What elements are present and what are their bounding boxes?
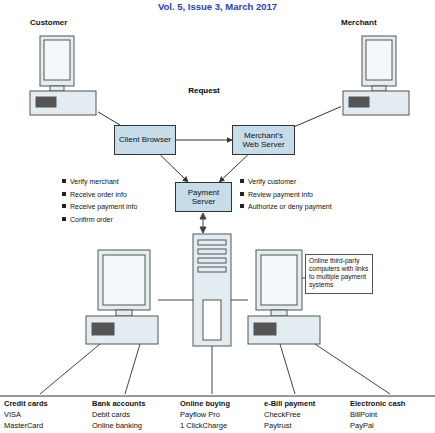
label-text: e-Bill payment — [264, 399, 315, 408]
edge-label: Request — [187, 86, 221, 95]
server-box: Payment Server — [175, 182, 232, 212]
category-heading: Electronic cash — [350, 400, 405, 408]
issue-title: Vol. 5, Issue 3, March 2017 — [0, 1, 435, 12]
category-item: 1 ClickCharge — [180, 422, 227, 430]
bullet-square — [240, 179, 244, 183]
label-text: Confirm order — [70, 216, 113, 223]
bullet-square — [62, 217, 66, 221]
label-text: Online banking — [92, 421, 142, 430]
node-text: Customer — [30, 18, 67, 27]
merchant-computer-node: Merchant — [341, 18, 411, 116]
category-item: Payflow Pro — [180, 411, 220, 419]
third-party-computer-left — [86, 250, 158, 344]
label-text: PayPal — [350, 421, 374, 430]
category-item: CheckFree — [264, 411, 301, 419]
process-box: Merchant's Web Server — [232, 125, 295, 155]
bullet-square — [240, 192, 244, 196]
category-item: Paytrust — [264, 422, 292, 430]
node-text: Payment Server — [179, 188, 228, 206]
label-text: Payflow Pro — [180, 410, 220, 419]
node-text: Client Browser — [119, 135, 171, 144]
bullet-item: Receive payment info — [62, 203, 137, 210]
bullet-square — [240, 204, 244, 208]
label-text: CheckFree — [264, 410, 301, 419]
customer-computer — [30, 36, 96, 115]
label-text: Credit cards — [4, 399, 48, 408]
label-text: Receive payment info — [70, 203, 137, 210]
bullet-square — [62, 179, 66, 183]
label-text: Verify merchant — [70, 178, 119, 185]
category-item: Online banking — [92, 422, 142, 430]
label-text: Electronic cash — [350, 399, 405, 408]
category-heading: Online buying — [180, 400, 230, 408]
category-heading: e-Bill payment — [264, 400, 315, 408]
bullet-item: Receive order info — [62, 191, 127, 198]
category-heading: Bank accounts — [92, 400, 145, 408]
connector — [176, 140, 232, 141]
label-text: Verify customer — [248, 178, 296, 185]
node-text: Merchant's Web Server — [236, 131, 291, 149]
callout-box: Online third-party computers with links … — [305, 254, 373, 294]
category-item: BillPoint — [350, 411, 377, 419]
label-text: Authorize or deny payment — [248, 203, 332, 210]
bullet-item: Verify customer — [240, 178, 296, 185]
network-lines — [0, 213, 435, 396]
label-text: Receive order info — [70, 191, 127, 198]
connector — [295, 107, 341, 127]
node-text: Merchant — [341, 18, 377, 27]
bullet-item: Confirm order — [62, 216, 113, 223]
connector — [219, 155, 247, 182]
bullet-item: Verify merchant — [62, 178, 119, 185]
connector — [160, 155, 188, 182]
bullet-item: Authorize or deny payment — [240, 203, 332, 210]
label-text: Review payment info — [248, 191, 313, 198]
label-text: MasterCard — [4, 421, 43, 430]
merchant-computer — [343, 36, 409, 115]
category-item: PayPal — [350, 422, 374, 430]
customer-computer-node: Customer — [30, 18, 98, 116]
label-text: VISA — [4, 410, 21, 419]
category-heading: Credit cards — [4, 400, 48, 408]
server-tower — [193, 234, 231, 346]
category-item: MasterCard — [4, 422, 43, 430]
label-text: Online buying — [180, 399, 230, 408]
label-text: Debit cards — [92, 410, 130, 419]
process-box: Client Browser — [114, 125, 176, 155]
connector — [98, 112, 120, 125]
category-item: Debit cards — [92, 411, 130, 419]
bullet-square — [62, 204, 66, 208]
label-text: Bank accounts — [92, 399, 145, 408]
label-text: 1 ClickCharge — [180, 421, 227, 430]
label-text: Paytrust — [264, 421, 292, 430]
label-text: BillPoint — [350, 410, 377, 419]
bullet-square — [62, 192, 66, 196]
node-text: Online third-party computers with links … — [309, 257, 368, 288]
bullet-item: Review payment info — [240, 191, 313, 198]
category-item: VISA — [4, 411, 21, 419]
